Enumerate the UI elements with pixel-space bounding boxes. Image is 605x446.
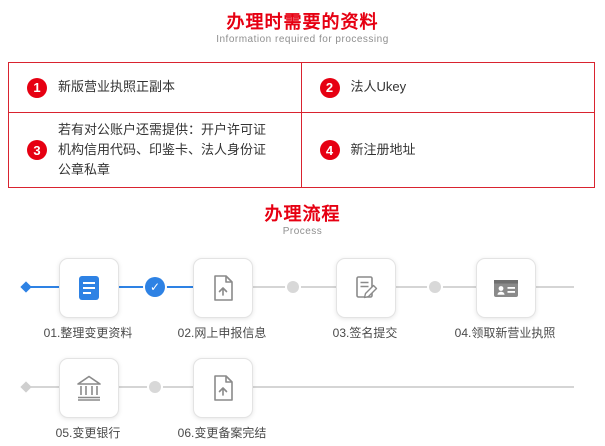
step-6-label: 06.变更备案完结 [177, 426, 267, 440]
step-3-label: 03.签名提交 [332, 326, 398, 340]
item-number-badge: 1 [27, 77, 47, 98]
step-3-box [336, 258, 396, 318]
requirement-item-1: 1 新版营业执照正副本 [9, 63, 302, 113]
step-2-label: 02.网上申报信息 [177, 326, 267, 340]
item-number-badge: 2 [319, 77, 340, 98]
line-start-marker-row2 [20, 381, 32, 393]
id-card-icon [494, 280, 518, 297]
process-title: 办理流程 [264, 204, 341, 224]
connector-dot [149, 381, 161, 393]
requirement-item-4: 4 新注册地址 [302, 113, 595, 187]
requirements-table: 1 新版营业执照正副本 2 法人Ukey 3 若有对公账户还需提供：开户许可证 … [8, 62, 595, 188]
check-icon: ✓ [145, 277, 165, 297]
step-2-box [193, 258, 253, 318]
item-number-badge: 3 [27, 140, 47, 160]
progress-line-done [28, 286, 224, 288]
step-5-box [59, 358, 119, 418]
step-1-label: 01.整理变更资料 [43, 326, 133, 340]
requirement-item-2: 2 法人Ukey [301, 63, 594, 113]
requirement-item-3: 3 若有对公账户还需提供：开户许可证 机构信用代码、印鉴卡、法人身份证 公章私章 [9, 113, 302, 187]
progress-line-row2 [28, 386, 574, 388]
bank-icon [77, 375, 101, 401]
requirement-text: 新注册地址 [350, 141, 416, 157]
step-4-box [476, 258, 536, 318]
upload-document-icon [214, 275, 233, 301]
connector-dot [429, 281, 441, 293]
item-number-badge: 4 [319, 140, 340, 160]
step-6-box [193, 358, 253, 418]
line-start-marker [20, 281, 32, 293]
connector-dot [287, 281, 299, 293]
step-1-box [59, 258, 119, 318]
requirement-text: 法人Ukey [350, 79, 407, 95]
requirement-text: 若有对公账户还需提供：开户许可证 机构信用代码、印鉴卡、法人身份证 公章私章 [58, 121, 267, 178]
requirement-text: 新版营业执照正副本 [58, 79, 176, 95]
process-subtitle: Process [282, 226, 323, 237]
signature-icon [356, 276, 378, 299]
blue-document-icon [79, 276, 99, 300]
progress-line-todo [224, 286, 574, 288]
step-5-label: 05.变更银行 [55, 426, 121, 440]
step-4-label: 04.领取新营业执照 [454, 326, 556, 340]
requirements-title: 办理时需要的资料 [226, 12, 379, 32]
upload-document-icon [214, 375, 233, 401]
requirements-subtitle: Information required for processing [216, 34, 389, 45]
